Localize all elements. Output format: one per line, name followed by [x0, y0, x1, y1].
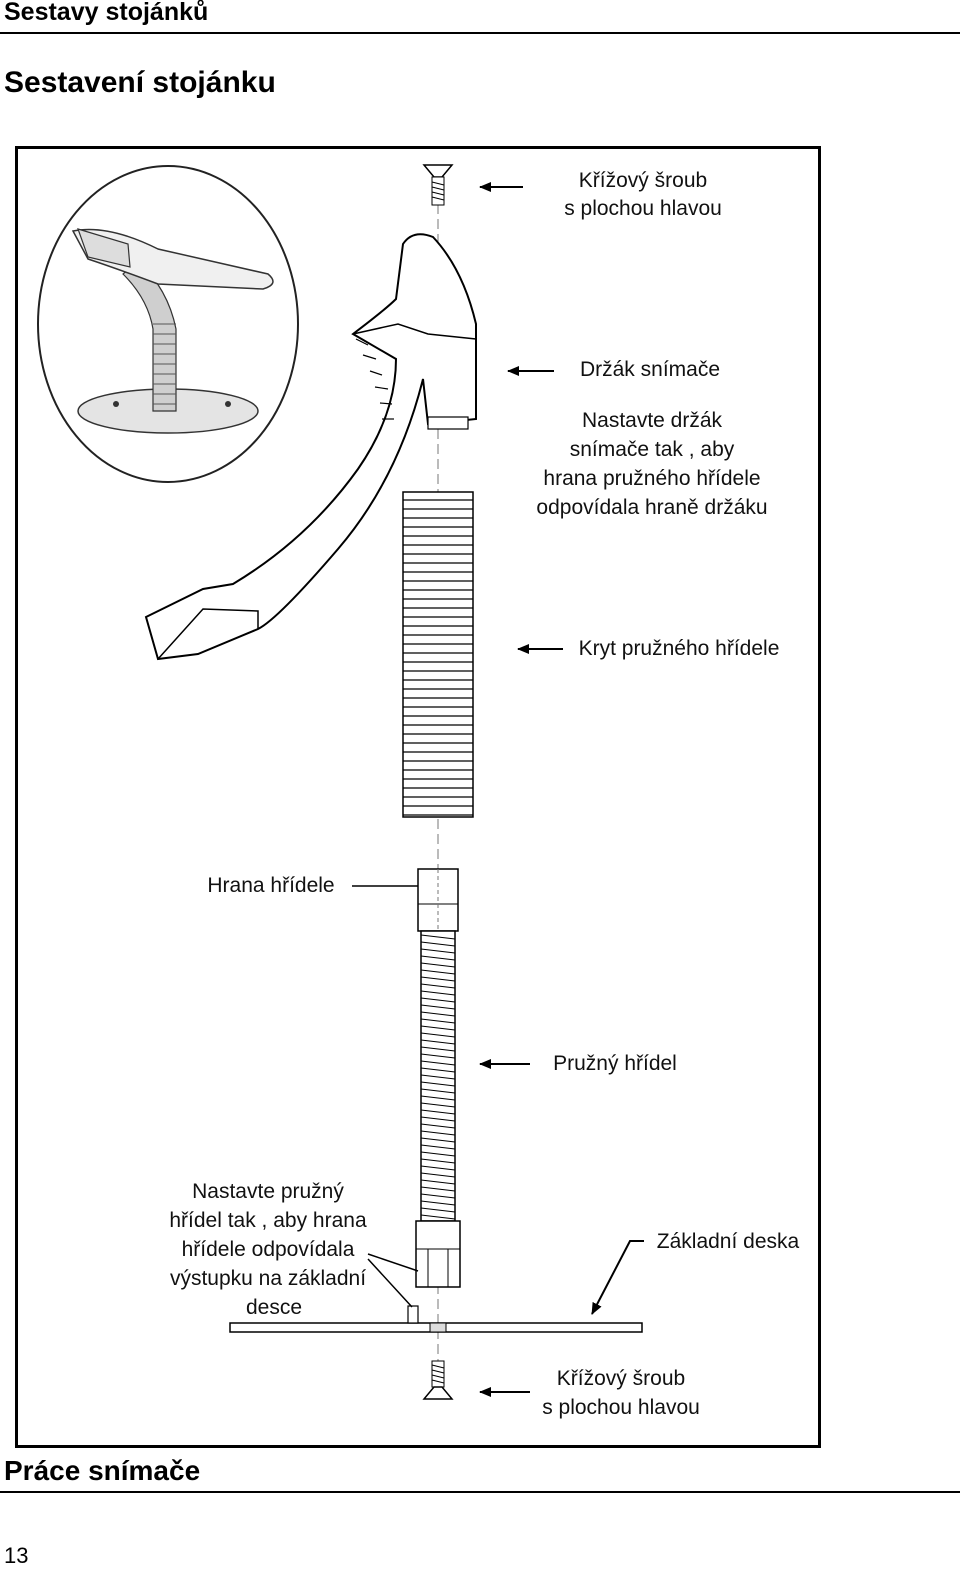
base-plate: [229, 1305, 643, 1333]
label-shaft-note-line1: Nastavte pružný: [192, 1180, 344, 1203]
subsection-title: Sestavení stojánku: [4, 66, 276, 99]
label-shaft-cover: Kryt pružného hřídele: [579, 637, 780, 660]
scanner-holder: [144, 233, 477, 661]
label-holder-note-line4: odpovídala hraně držáku: [536, 496, 767, 519]
next-section-title: Práce snímače: [4, 1455, 201, 1486]
top-screw: [422, 164, 454, 206]
label-holder-note-line1: Nastavte držák: [582, 409, 723, 432]
label-holder-note-line3: hrana pružného hřídele: [543, 467, 760, 490]
assembled-stand-inset: [37, 165, 299, 483]
lower-coupling: [415, 1220, 461, 1288]
flexible-shaft: [420, 930, 456, 1222]
label-bottom-screw-line2: s plochou hlavou: [542, 1396, 700, 1419]
bottom-screw: [422, 1360, 454, 1400]
shaft-edge-coupling: [417, 868, 459, 932]
label-top-screw-line1: Křížový šroub: [579, 169, 707, 192]
label-holder: Držák snímače: [580, 358, 720, 381]
header-rule: [0, 32, 960, 34]
label-holder-note-line2: snímače tak , aby: [570, 438, 735, 461]
stand-assembly-diagram: Křížový šroub s plochou hlavou Držák sní…: [37, 164, 800, 1419]
label-shaft-edge: Hrana hřídele: [207, 874, 334, 897]
assembly-diagram-frame: Křížový šroub s plochou hlavou Držák sní…: [15, 146, 821, 1448]
page-number: 13: [4, 1543, 29, 1568]
label-shaft-note-line2: hřídel tak , aby hrana: [169, 1209, 367, 1232]
label-top-screw-line2: s plochou hlavou: [564, 197, 722, 220]
footer-rule: [0, 1491, 960, 1493]
label-base-plate: Základní deska: [657, 1230, 800, 1253]
label-shaft-note-line3: hřídele odpovídala: [182, 1238, 355, 1261]
shaft-cover: [402, 491, 474, 818]
label-bottom-screw-line1: Křížový šroub: [557, 1367, 685, 1390]
label-shaft-note-line4: výstupku na základní: [170, 1267, 366, 1290]
section-title: Sestavy stojánků: [4, 0, 209, 26]
label-flex-shaft: Pružný hřídel: [553, 1052, 677, 1075]
label-shaft-note-line5: desce: [246, 1296, 302, 1319]
leader-arrows: [352, 182, 644, 1397]
